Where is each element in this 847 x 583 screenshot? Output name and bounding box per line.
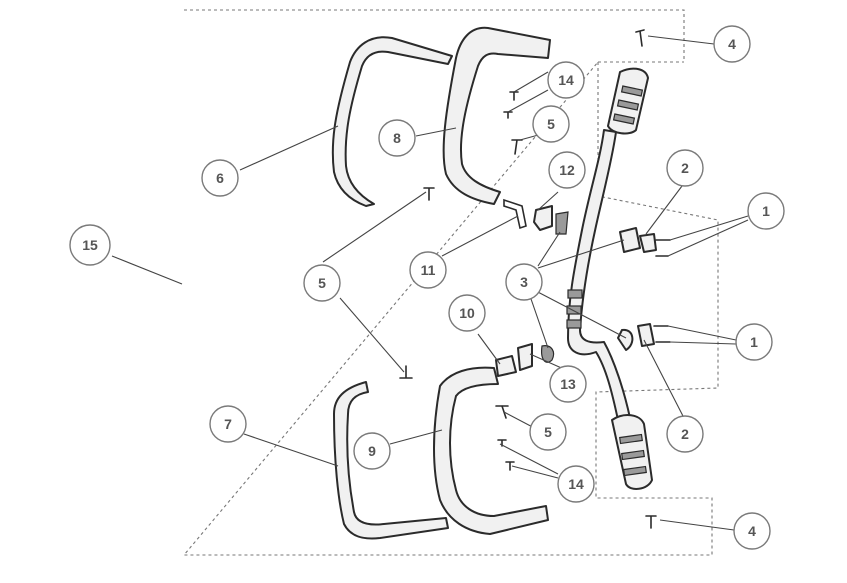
svg-text:7: 7 <box>224 416 232 432</box>
callout-5b: 5 <box>303 264 341 302</box>
svg-text:14: 14 <box>568 476 584 492</box>
clamp-half-2-upper <box>619 227 641 253</box>
bracket-11 <box>503 198 527 230</box>
clamp-insert-upper <box>555 211 569 235</box>
callouts: 1 1 2 2 3 4 4 5 5 5 6 7 8 9 10 11 12 13 … <box>69 25 785 550</box>
callout-5c: 5 <box>529 413 567 451</box>
leader-lines <box>111 35 749 531</box>
svg-text:2: 2 <box>681 160 689 176</box>
grip-lower <box>611 414 653 490</box>
callout-5a: 5 <box>532 105 570 143</box>
callout-14a: 14 <box>547 61 585 99</box>
svg-text:12: 12 <box>559 162 575 178</box>
callout-1b: 1 <box>735 323 773 361</box>
grip-upper <box>607 67 649 135</box>
callout-4b: 4 <box>733 512 771 550</box>
clamp-12 <box>533 205 553 231</box>
svg-text:14: 14 <box>558 72 574 88</box>
callout-1a: 1 <box>747 192 785 230</box>
handlebar-knurl-2 <box>566 305 582 315</box>
clamp-half-2-upper-b <box>639 233 657 253</box>
assembly-boundary <box>182 9 719 556</box>
svg-text:3: 3 <box>520 274 528 290</box>
callout-2a: 2 <box>666 149 704 187</box>
svg-text:8: 8 <box>393 130 401 146</box>
callout-9: 9 <box>353 432 391 470</box>
handlebar-knurl-1 <box>567 289 583 299</box>
svg-text:9: 9 <box>368 443 376 459</box>
svg-text:2: 2 <box>681 426 689 442</box>
svg-text:4: 4 <box>748 523 756 539</box>
callout-3: 3 <box>505 263 543 301</box>
callout-6: 6 <box>201 159 239 197</box>
callout-12: 12 <box>548 151 586 189</box>
hand-guard-shield-upper <box>442 26 551 205</box>
callout-7: 7 <box>209 405 247 443</box>
svg-text:10: 10 <box>459 305 475 321</box>
bracket-10 <box>495 355 517 377</box>
callout-10: 10 <box>448 294 486 332</box>
clamp-insert-lower <box>541 345 555 363</box>
callout-14b: 14 <box>557 465 595 503</box>
callout-2b: 2 <box>666 415 704 453</box>
svg-text:1: 1 <box>750 334 758 350</box>
callout-11: 11 <box>409 251 447 289</box>
svg-text:15: 15 <box>82 237 98 253</box>
hand-guard-bar-lower <box>333 381 449 540</box>
callout-8: 8 <box>378 119 416 157</box>
svg-text:1: 1 <box>762 203 770 219</box>
svg-text:5: 5 <box>547 116 555 132</box>
handlebar-knurl-3 <box>566 319 582 329</box>
svg-text:6: 6 <box>216 170 224 186</box>
clamp-13 <box>517 343 533 371</box>
clamp-half-2-lower-b <box>637 323 655 347</box>
svg-text:11: 11 <box>421 262 436 278</box>
hand-guard-bar-upper <box>331 36 453 207</box>
callout-4a: 4 <box>713 25 751 63</box>
clamp-half-2-lower <box>617 328 634 351</box>
callout-15: 15 <box>69 224 111 266</box>
svg-text:13: 13 <box>560 376 576 392</box>
svg-text:5: 5 <box>318 275 326 291</box>
svg-text:5: 5 <box>544 424 552 440</box>
hand-guard-shield-lower <box>433 366 549 535</box>
callout-13: 13 <box>549 365 587 403</box>
svg-text:4: 4 <box>728 36 736 52</box>
